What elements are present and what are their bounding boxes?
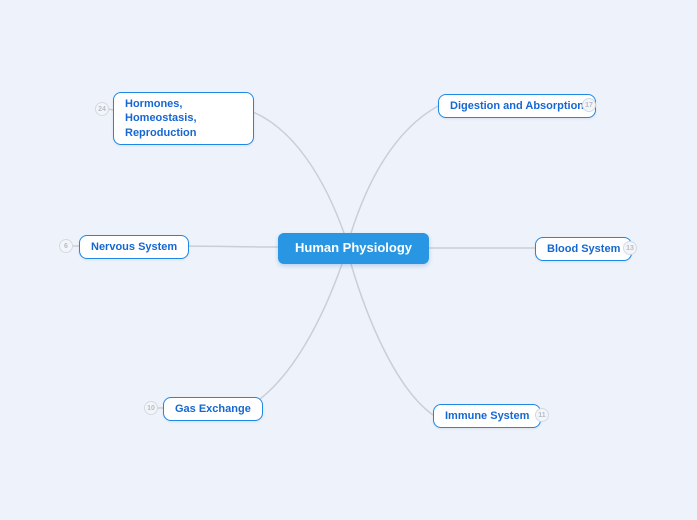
- branch-label: Hormones, Homeostasis, Reproduction: [125, 98, 197, 139]
- branch-node-gas[interactable]: Gas Exchange: [163, 397, 263, 422]
- connector-gas: [247, 263, 343, 408]
- child-count-badge-immune[interactable]: 11: [535, 408, 549, 422]
- central-topic-label: Human Physiology: [295, 240, 413, 255]
- connector-immune: [350, 263, 434, 416]
- connector-hormones: [252, 111, 345, 234]
- child-count-badge-nervous[interactable]: 6: [59, 239, 73, 253]
- child-count-badge-gas[interactable]: 10: [144, 401, 158, 415]
- branch-node-blood[interactable]: Blood System: [535, 237, 633, 262]
- branch-node-digestion[interactable]: Digestion and Absorption: [438, 94, 597, 119]
- branch-node-immune[interactable]: Immune System: [433, 404, 542, 429]
- branch-label: Gas Exchange: [175, 403, 251, 415]
- child-count-badge-blood[interactable]: 13: [623, 241, 637, 255]
- child-count-badge-digestion[interactable]: 17: [582, 98, 596, 112]
- branch-node-nervous[interactable]: Nervous System: [79, 235, 190, 260]
- branch-node-hormones[interactable]: Hormones, Homeostasis, Reproduction: [113, 92, 254, 145]
- child-count-badge-hormones[interactable]: 24: [95, 102, 109, 116]
- branch-label: Blood System: [547, 243, 621, 255]
- branch-label: Nervous System: [91, 241, 178, 253]
- connector-digestion: [350, 105, 439, 234]
- branch-label: Digestion and Absorption: [450, 100, 585, 112]
- branch-label: Immune System: [445, 410, 530, 422]
- connector-nervous: [173, 245, 279, 248]
- central-topic-node[interactable]: Human Physiology: [278, 233, 430, 264]
